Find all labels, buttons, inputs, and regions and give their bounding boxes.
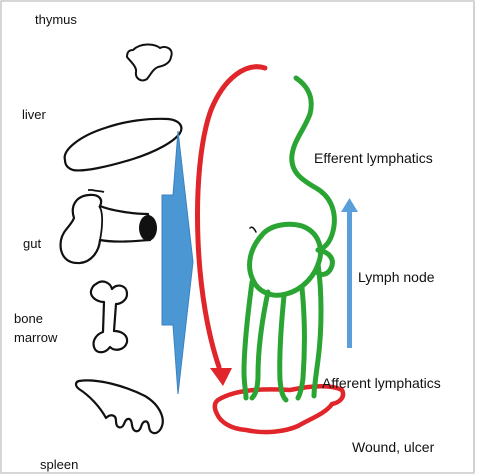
liver-shape	[65, 119, 182, 171]
afferent-vessel-5	[244, 282, 252, 398]
gut-shape	[61, 190, 157, 263]
afferent-vessel-3	[298, 288, 304, 398]
label-wound-ulcer: Wound, ulcer	[352, 440, 434, 454]
lymph-node-body	[250, 224, 321, 295]
lymphatic-vessels	[244, 78, 334, 400]
afferent-vessel-2	[280, 296, 286, 400]
label-liver: liver	[22, 108, 46, 121]
label-bone-marrow-line2: marrow	[14, 331, 57, 344]
blood-flow-arrow	[198, 67, 265, 386]
spleen-shape	[76, 380, 163, 433]
label-spleen: spleen	[40, 458, 78, 471]
label-gut: gut	[23, 237, 41, 250]
flow-arrow-up	[341, 198, 358, 348]
label-bone-marrow-line1: bone	[14, 312, 43, 325]
wound-pool	[215, 386, 343, 432]
label-thymus: thymus	[35, 13, 77, 26]
bone-marrow-shape	[91, 282, 127, 353]
label-efferent-lymphatics: Efferent lymphatics	[314, 151, 433, 165]
label-lymph-node: Lymph node	[358, 270, 435, 284]
thymus-shape	[127, 44, 172, 80]
afferent-vessel-1	[252, 292, 268, 398]
afferent-vessel-4	[314, 264, 321, 396]
collector-wedge	[162, 131, 193, 394]
label-afferent-lymphatics: Afferent lymphatics	[322, 376, 441, 390]
